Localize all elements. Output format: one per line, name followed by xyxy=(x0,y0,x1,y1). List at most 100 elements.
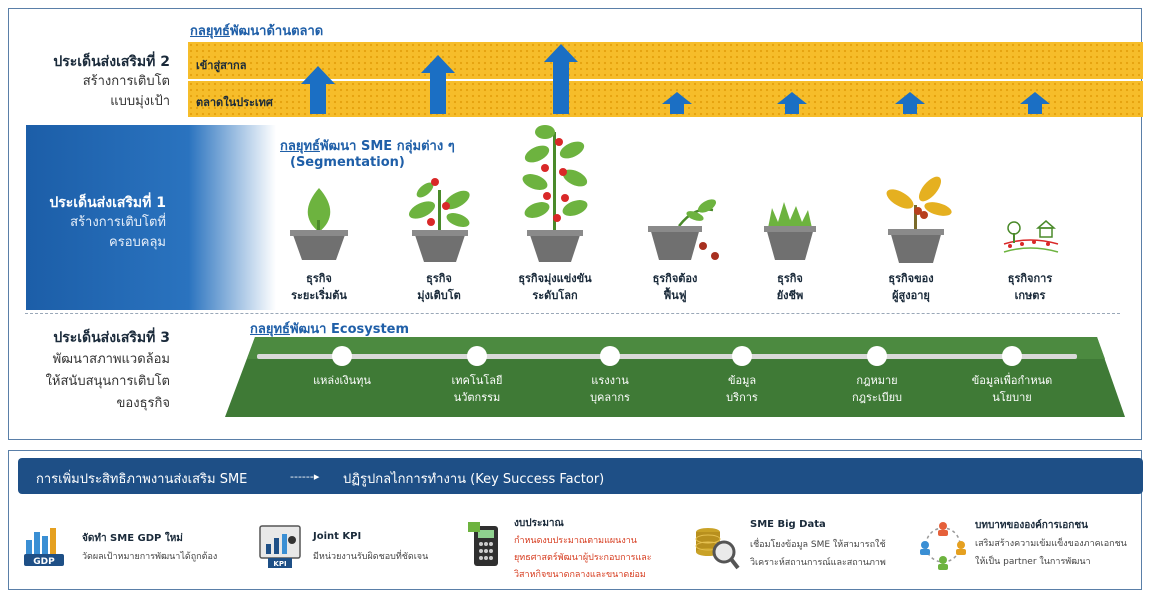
growth-arrow-icon xyxy=(544,44,578,114)
segment-line1: ธุรกิจของ xyxy=(888,272,934,285)
domestic-market-band xyxy=(188,81,1143,117)
strategy-rest: พัฒนา Ecosystem xyxy=(289,322,410,337)
issue3-sub1: พัฒนาสภาพแวดล้อม xyxy=(52,352,170,367)
segment-line1: ธุรกิจ xyxy=(306,272,332,285)
bar-arrow: ------▸ xyxy=(290,470,320,483)
bar-left-text: การเพิ่มประสิทธิภาพงานส่งเสริม SME xyxy=(36,472,248,487)
kpi-desc: วิสาหกิจขนาดกลางและขนาดย่อม xyxy=(514,570,646,580)
kpi-desc: เชื่อมโยงข้อมูล SME ให้สามารถใช้ xyxy=(750,540,886,550)
segment-line1: ธุรกิจ xyxy=(777,272,803,285)
gdp-chart-icon: GDP xyxy=(24,528,64,566)
wilting-plant-pot-icon xyxy=(886,176,952,263)
segment-line2: ระดับโลก xyxy=(532,289,578,302)
segment-line1: ธุรกิจมุ่งแข่งขัน xyxy=(518,272,592,285)
segment-label: ธุรกิจมุ่งแข่งขันระดับโลก xyxy=(500,270,610,304)
segment-line2: ระยะเริ่มต้น xyxy=(291,289,347,302)
segment-line1: ธุรกิจต้อง xyxy=(652,272,698,285)
issue1-title: ประเด็นส่งเสริมที่ 1 xyxy=(49,195,166,211)
ecosystem-line2: นวัตกรรม xyxy=(453,391,501,404)
issue3-title: ประเด็นส่งเสริมที่ 3 xyxy=(53,330,170,346)
segmentation-subtitle: (Segmentation) xyxy=(290,155,405,170)
kpi-title: จัดทำ SME GDP ใหม่ xyxy=(82,533,183,544)
issue2-sub2: แบบมุ่งเป้า xyxy=(110,94,170,109)
growth-arrow-icon xyxy=(301,66,335,114)
issue1-sub1: สร้างการเติบโตที่ xyxy=(70,215,166,230)
kpi-desc: ให้เป็น partner ในการพัฒนา xyxy=(975,557,1091,567)
small-arrow-icon xyxy=(1020,92,1050,114)
ecosystem-label: แรงงานบุคลากร xyxy=(550,372,670,406)
people-network-icon xyxy=(920,522,966,570)
growing-plant-pot-icon xyxy=(408,178,470,262)
strategy-prefix: กลยุทธ์ xyxy=(190,24,230,39)
issue3-sub3: ของธุรกิจ xyxy=(116,396,170,411)
kpi-desc: วิเคราะห์สถานการณ์และสถานภาพ xyxy=(750,558,886,568)
small-arrow-icon xyxy=(777,92,807,114)
segment-label: ธุรกิจระยะเริ่มต้น xyxy=(264,270,374,304)
kpi-icon-text: KPI xyxy=(273,560,286,568)
segment-label: ธุรกิจของผู้สูงอายุ xyxy=(856,270,966,304)
strategy-rest: พัฒนา SME กลุ่มต่าง ๆ xyxy=(319,139,455,154)
ecosystem-label: แหล่งเงินทุน xyxy=(282,372,402,389)
seedling-pot-icon xyxy=(290,188,348,260)
segment-line2: ยังชีพ xyxy=(776,289,804,302)
large-fruiting-plant-pot-icon xyxy=(522,125,588,262)
ecosystem-line1: แรงงาน xyxy=(591,374,629,387)
kpi-desc: กำหนดงบประมาณตามแผนงาน xyxy=(514,536,637,546)
segment-line1: ธุรกิจการ xyxy=(1007,272,1053,285)
issue2-sub1: สร้างการเติบโต xyxy=(82,74,170,89)
kpi-desc: เสริมสร้างความเข้มแข็งของภาคเอกชน xyxy=(975,539,1127,549)
ecosystem-label: ข้อมูลบริการ xyxy=(682,372,802,406)
growth-arrow-icon xyxy=(421,55,455,114)
kpi-title: SME Big Data xyxy=(750,519,826,530)
small-arrow-icon xyxy=(662,92,692,114)
small-arrow-icon xyxy=(895,92,925,114)
ecosystem-line2: บุคลากร xyxy=(590,391,630,404)
strategy-rest: พัฒนาด้านตลาด xyxy=(229,24,324,39)
ecosystem-label: กฎหมายกฎระเบียบ xyxy=(817,372,937,406)
kpi-desc: วัดผลเป้าหมายการพัฒนาได้ถูกต้อง xyxy=(82,552,218,562)
ecosystem-title: กลยุทธ์พัฒนา Ecosystem xyxy=(250,318,409,339)
segment-label: ธุรกิจมุ่งเติบโต xyxy=(384,270,494,304)
kpi-title: Joint KPI xyxy=(313,531,362,542)
strategy-prefix: กลยุทธ์ xyxy=(280,139,320,154)
segment-line2: มุ่งเติบโต xyxy=(417,289,461,302)
ecosystem-label: ข้อมูลเพื่อกำหนดนโยบาย xyxy=(952,372,1072,406)
big-data-coins-icon xyxy=(695,528,740,570)
section-divider xyxy=(25,313,1120,314)
issue2-title: ประเด็นส่งเสริมที่ 2 xyxy=(53,54,170,70)
market-strategy-title: กลยุทธ์พัฒนาด้านตลาด xyxy=(190,20,323,41)
gdp-icon-text: GDP xyxy=(33,557,55,566)
kpi-desc: ยุทธศาสตร์พัฒนาผู้ประกอบการและ xyxy=(514,553,652,563)
international-market-band xyxy=(188,42,1143,79)
segment-label: ธุรกิจยังชีพ xyxy=(735,270,845,304)
issue1-sub2: ครอบคลุม xyxy=(109,235,166,250)
ecosystem-line1: แหล่งเงินทุน xyxy=(313,374,371,387)
band-label-domestic: ตลาดในประเทศ xyxy=(196,96,273,109)
ecosystem-line1: กฎหมาย xyxy=(856,374,898,387)
ecosystem-line1: ข้อมูล xyxy=(727,374,757,387)
ecosystem-label: เทคโนโลยีนวัตกรรม xyxy=(417,372,537,406)
band-label-international: เข้าสู่สากล xyxy=(196,59,247,72)
ecosystem-line2: บริการ xyxy=(726,391,758,404)
calculator-icon xyxy=(468,522,498,566)
segmentation-title: กลยุทธ์พัฒนา SME กลุ่มต่าง ๆ xyxy=(280,135,455,156)
grass-pot-icon xyxy=(764,202,816,260)
segment-line2: ผู้สูงอายุ xyxy=(892,289,930,302)
kpi-board-icon: KPI xyxy=(259,525,301,568)
kpi-desc: มีหน่วยงานรับผิดชอบที่ชัดเจน xyxy=(313,552,429,562)
kpi-title: งบประมาณ xyxy=(514,518,564,529)
segment-line1: ธุรกิจ xyxy=(426,272,452,285)
segment-label: ธุรกิจต้องฟื้นฟู xyxy=(620,270,730,304)
segment-line2: เกษตร xyxy=(1014,289,1046,302)
ecosystem-line2: กฎระเบียบ xyxy=(851,391,903,404)
key-success-factor-bar: การเพิ่มประสิทธิภาพงานส่งเสริม SME -----… xyxy=(18,458,1143,494)
issue3-sub2: ให้สนับสนุนการเติบโต xyxy=(45,374,170,389)
issue1-panel xyxy=(26,125,276,310)
agriculture-farm-icon xyxy=(1003,220,1059,253)
strategy-prefix: กลยุทธ์ xyxy=(250,322,290,337)
ecosystem-platform xyxy=(225,337,1125,417)
segment-label: ธุรกิจการเกษตร xyxy=(975,270,1085,304)
kpi-title: บทบาทขององค์การเอกชน xyxy=(975,520,1088,531)
bar-right-text: ปฏิรูปกลไกการทำงาน (Key Success Factor) xyxy=(343,472,605,487)
ecosystem-line1: ข้อมูลเพื่อกำหนด xyxy=(971,374,1053,387)
